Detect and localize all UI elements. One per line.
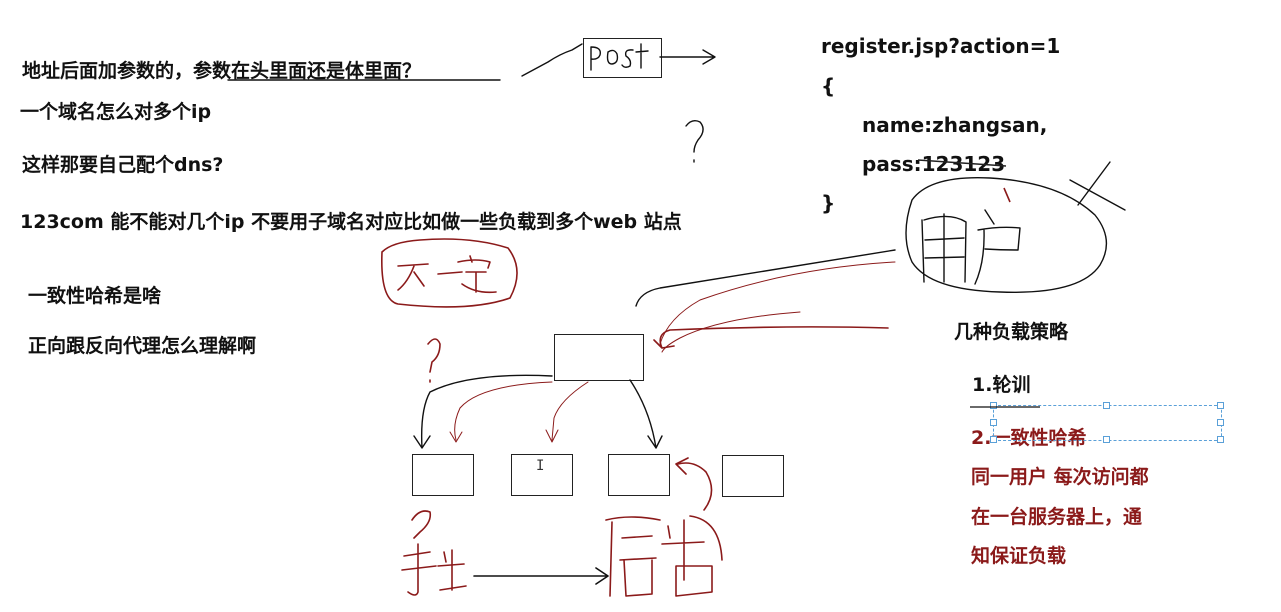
server-box-4 <box>722 455 784 497</box>
code-open-brace: { <box>821 74 836 98</box>
not-sure-handwriting <box>397 255 497 294</box>
server-box-1 <box>412 454 474 496</box>
selection-handle-tr[interactable] <box>1217 402 1224 409</box>
code-url: register.jsp?action=1 <box>821 34 1061 58</box>
question-params-location: 地址后面加参数的，参数在头里面还是体里面？ <box>22 60 422 82</box>
strategy-desc-line1: 同一用户 每次访问都 <box>971 466 1149 488</box>
selection-handle-bl[interactable] <box>990 436 997 443</box>
strategy-title: 几种负载策略 <box>954 321 1069 343</box>
backend-handwriting <box>605 515 723 597</box>
proxy-box <box>554 334 644 381</box>
user-handwriting <box>921 209 1021 285</box>
selection-handle-tm[interactable] <box>1103 402 1110 409</box>
code-pass-line: pass:123123 <box>862 152 1006 176</box>
code-name-line: name:zhangsan, <box>862 113 1048 137</box>
selection-handle-br[interactable] <box>1217 436 1224 443</box>
question-proxy: 正向跟反向代理怎么理解啊 <box>28 335 257 357</box>
question-consistent-hash: 一致性哈希是啥 <box>28 285 162 307</box>
strategy-consistent-hash: 2.一致性哈希 <box>971 427 1087 449</box>
strategy-desc-line2: 在一台服务器上，通 <box>971 506 1143 528</box>
user-circle <box>905 176 1108 293</box>
post-box <box>583 38 662 78</box>
code-close-brace: } <box>821 191 836 215</box>
selection-handle-tl[interactable] <box>990 402 997 409</box>
not-sure-bubble <box>381 238 518 308</box>
selection-handle-ml[interactable] <box>990 419 997 426</box>
text-cursor-icon: I <box>536 458 545 474</box>
strategy-round-robin: 1.轮训 <box>972 374 1031 396</box>
selection-handle-mr[interactable] <box>1217 419 1224 426</box>
question-own-dns: 这样那要自己配个dns? <box>22 154 224 176</box>
server-box-2 <box>511 454 573 496</box>
selection-handle-bm[interactable] <box>1103 436 1110 443</box>
strategy-desc-line3: 知保证负载 <box>971 545 1067 567</box>
question-domain-multi-ip: 一个域名怎么对多个ip <box>20 101 212 123</box>
question-load-balance-sites: 123com 能不能对几个ip 不要用子域名对应比如做一些负载到多个web 站点 <box>20 211 682 233</box>
server-box-3 <box>608 454 670 496</box>
front-handwriting <box>401 543 467 596</box>
